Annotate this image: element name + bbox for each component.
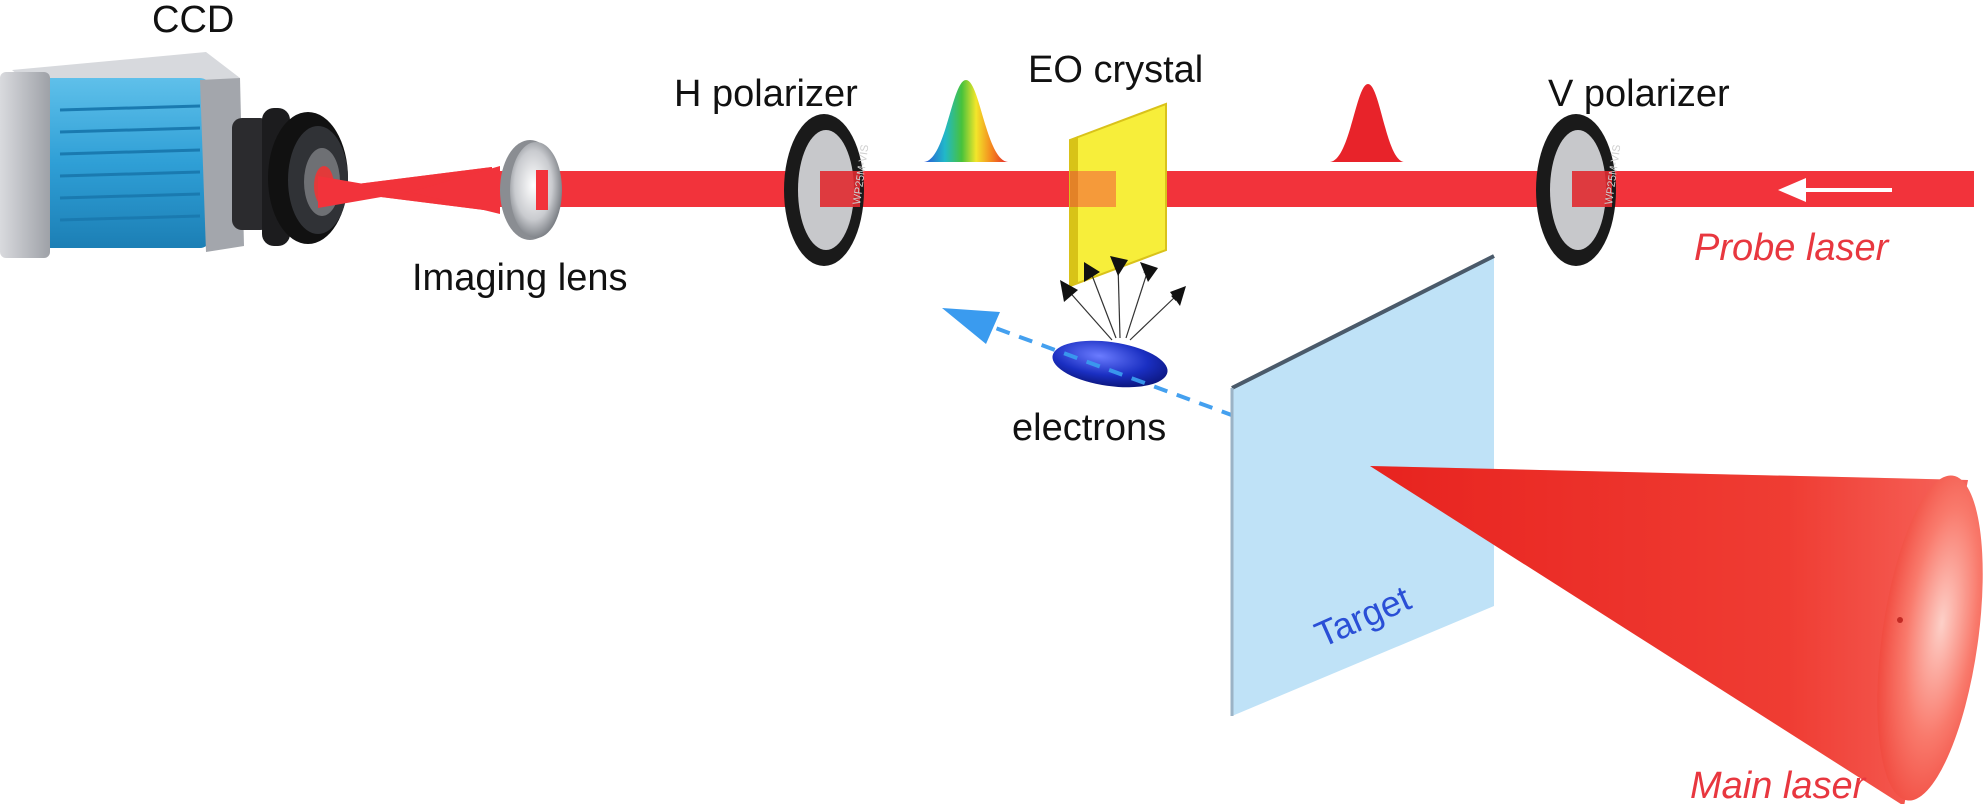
main-laser-label: Main laser — [1690, 765, 1867, 804]
focus-beam — [318, 166, 500, 214]
v-polarizer-label: V polarizer — [1548, 73, 1730, 115]
broadband-pulse-icon — [924, 80, 1008, 162]
imaging-lens-label: Imaging lens — [412, 257, 627, 299]
field-emission-heads — [1060, 256, 1186, 306]
red-pulse-icon — [1330, 84, 1404, 162]
electron-bunch-icon — [1052, 340, 1168, 388]
h-polarizer-icon: WP25M-VIS — [784, 114, 871, 266]
probe-direction-arrow — [1778, 178, 1892, 202]
ccd-camera-icon — [0, 52, 348, 258]
imaging-lens-icon — [500, 140, 562, 240]
v-polarizer-icon: WP25M-VIS — [1536, 114, 1623, 266]
probe-laser-label: Probe laser — [1694, 227, 1890, 269]
ccd-label: CCD — [152, 0, 234, 41]
h-polarizer-label: H polarizer — [674, 73, 858, 115]
eo-crystal-icon — [1069, 102, 1167, 288]
field-emission-arrows — [1063, 260, 1179, 341]
main-laser-cone — [1370, 466, 1983, 804]
electron-trajectory-arrow — [942, 308, 1371, 468]
eo-crystal-label: EO crystal — [1028, 49, 1203, 91]
target-plate — [1230, 254, 1495, 716]
electrons-label: electrons — [1012, 407, 1166, 449]
